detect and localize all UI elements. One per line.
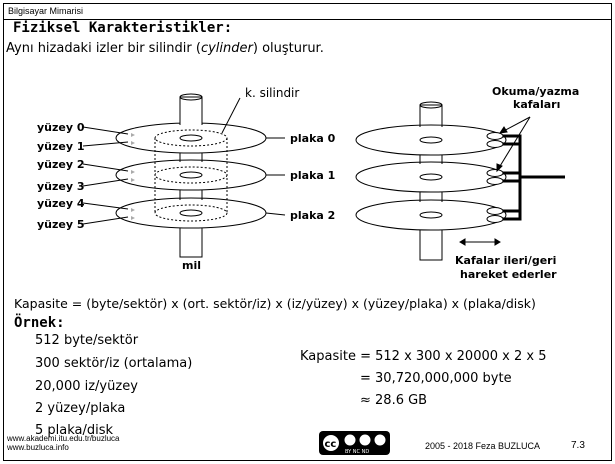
surface-5-label: yüzey 5 — [37, 218, 85, 231]
move-arrow — [459, 238, 501, 246]
surface-3-label: yüzey 3 — [37, 180, 85, 193]
diagram-labels: k. silindir yüzey 0 yüzey 1 yüzey 2 yüze… — [37, 85, 579, 281]
track-marks — [131, 133, 135, 220]
page-number: 7.3 — [571, 440, 585, 451]
license-text: BY NC ND — [345, 449, 369, 455]
disk-diagram: k. silindir yüzey 0 yüzey 1 yüzey 2 yüze… — [37, 85, 579, 281]
footer-copyright: 2005 - 2018 Feza BUZLUCA — [425, 441, 541, 451]
calc-line-3: ≈ 28.6 GB — [360, 393, 428, 408]
move-label-2: hareket ederler — [460, 268, 557, 281]
capacity-formula: Kapasite = (byte/sektör) x (ort. sektör/… — [14, 296, 536, 311]
intro-italic: cylinder — [200, 41, 253, 56]
svg-text:cc: cc — [325, 439, 337, 450]
calc-line-1: Kapasite = 512 x 300 x 20000 x 2 x 5 — [300, 349, 547, 364]
intro-text: Aynı hizadaki izler bir silindir (cylind… — [6, 41, 324, 56]
heads-label-1: Okuma/yazma — [492, 85, 579, 98]
header-bar: Bilgisayar Mimarisi — [4, 4, 611, 20]
calc-line-2: = 30,720,000,000 byte — [360, 371, 512, 386]
footer-urls: www.akademi.itu.edu.tr/buzluca www.buzlu… — [7, 434, 120, 452]
heads-label-2: kafaları — [513, 98, 560, 111]
surface-1-label: yüzey 1 — [37, 140, 85, 153]
platter-0-label: plaka 0 — [290, 132, 336, 145]
footer-url-2: www.buzluca.info — [7, 443, 69, 452]
cc-icon: cc BY NC ND — [321, 433, 387, 455]
course-title: Bilgisayar Mimarisi — [8, 6, 84, 16]
cc-license-badge: cc BY NC ND — [319, 431, 390, 455]
example-label: Örnek: — [14, 315, 65, 331]
surface-2-label: yüzey 2 — [37, 158, 85, 171]
spec-item: 5 plaka/disk — [35, 423, 114, 438]
spec-item: 20,000 iz/yüzey — [35, 379, 138, 394]
move-label-1: Kafalar ileri/geri — [455, 254, 556, 267]
slide-title: Fiziksel Karakteristikler: — [13, 20, 233, 36]
right-disk — [355, 101, 507, 261]
surface-0-label: yüzey 0 — [37, 121, 85, 134]
spec-item: 512 byte/sektör — [35, 333, 139, 348]
slide: Bilgisayar Mimarisi — [3, 3, 612, 461]
footer-url-1: www.akademi.itu.edu.tr/buzluca — [7, 434, 120, 443]
head-label-arrows — [496, 116, 531, 173]
cylinder-label: k. silindir — [245, 86, 299, 100]
platter-2-label: plaka 2 — [290, 209, 335, 222]
left-disk — [82, 93, 286, 258]
spec-item: 2 yüzey/plaka — [35, 401, 126, 416]
surface-4-label: yüzey 4 — [37, 197, 85, 210]
spec-item: 300 sektör/iz (ortalama) — [35, 356, 193, 371]
spindle-label: mil — [182, 259, 201, 272]
platter-1-label: plaka 1 — [290, 169, 335, 182]
head-arm — [503, 134, 565, 221]
